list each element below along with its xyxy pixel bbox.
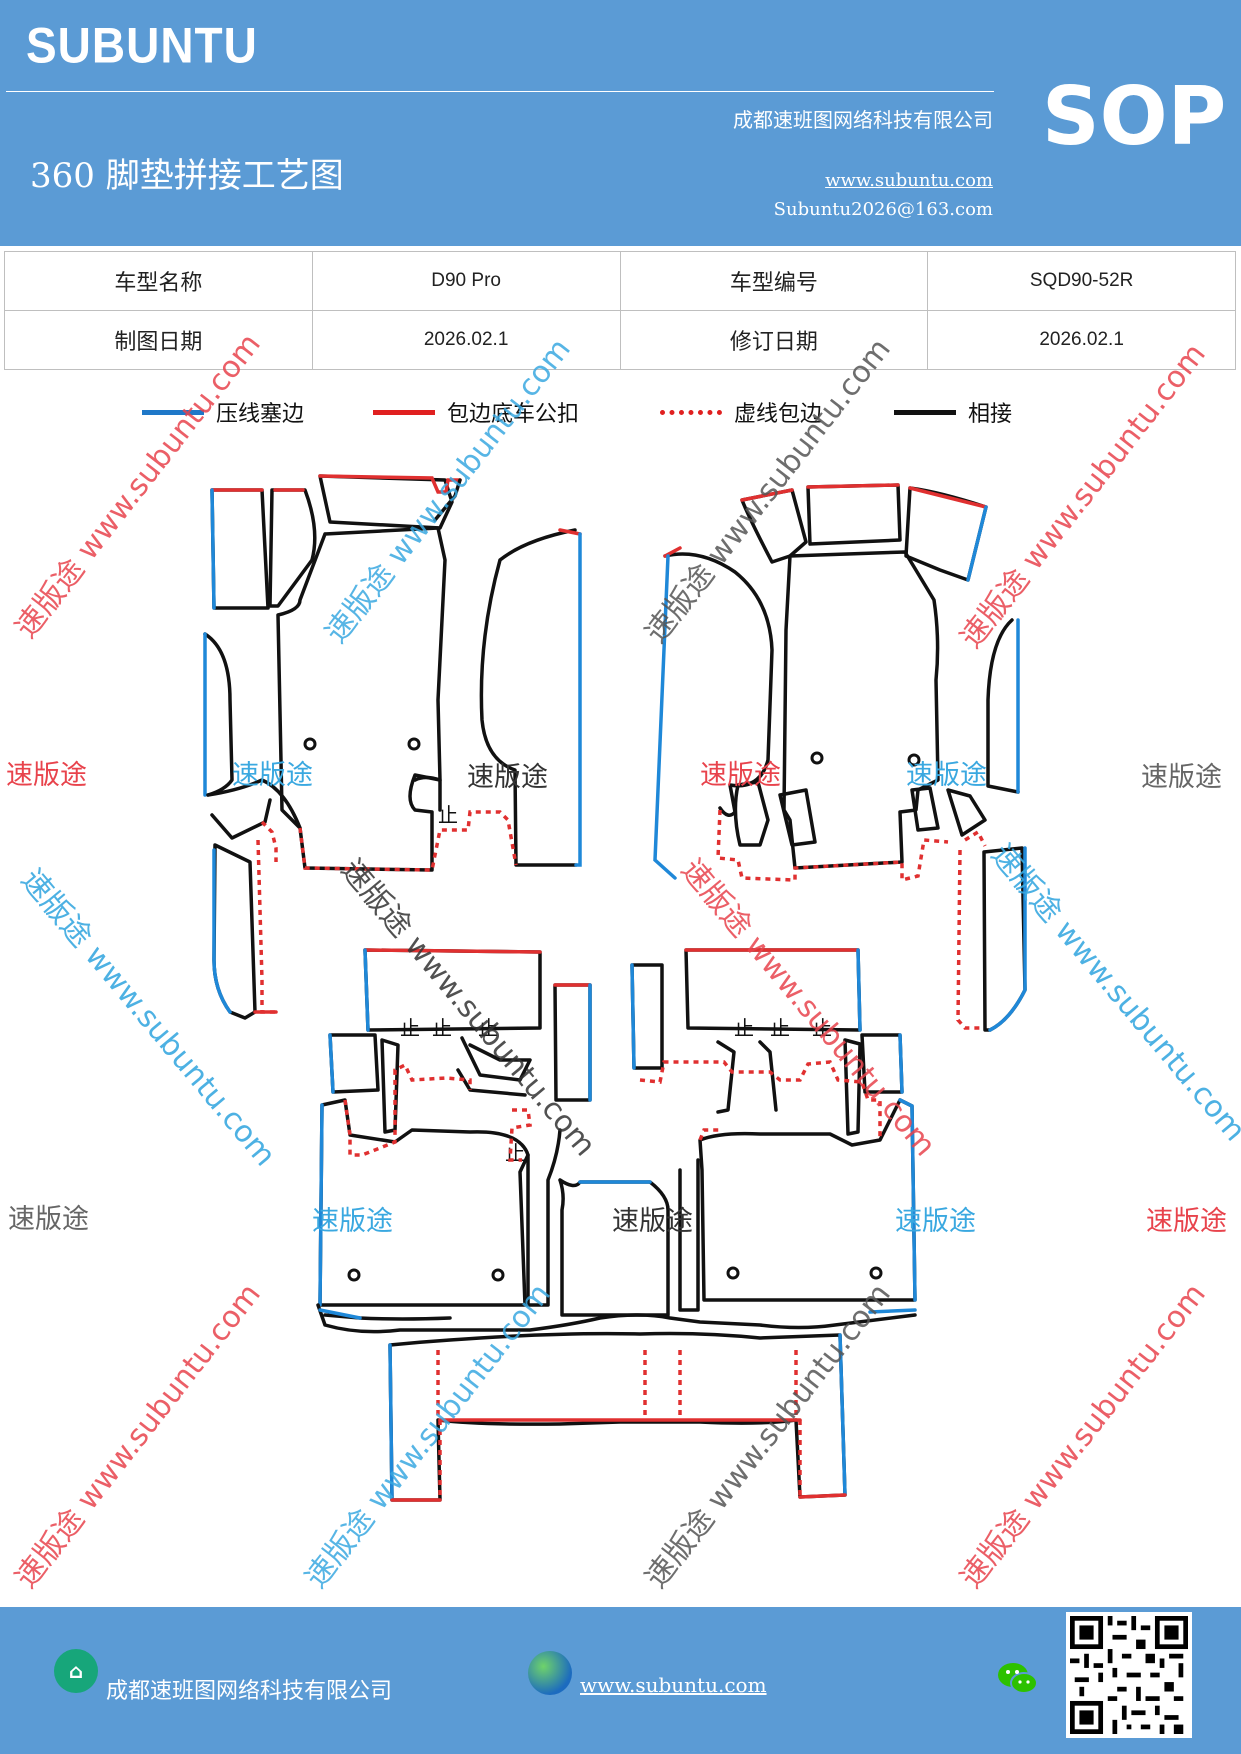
legend-item-joint: 相接 — [894, 392, 1012, 432]
clip-mark: 止 — [438, 803, 458, 827]
legend-swatch-red-dotted — [660, 409, 722, 415]
clip-mark: 止 — [478, 1016, 498, 1040]
clip-mark: 止 — [400, 1016, 420, 1040]
legend-label: 虚线包边 — [734, 402, 823, 427]
front-right-mat — [653, 483, 1027, 1032]
draw-date-value: 2026.02.1 — [311, 310, 621, 370]
draw-date-label: 制图日期 — [4, 310, 313, 370]
rear-mats: 止 止 止 止 止 止 止 — [316, 948, 917, 1502]
watermark-brand: 速版途 — [700, 760, 781, 791]
watermark-brand: 速版途 — [612, 1206, 693, 1237]
legend-item-dotted-bind: 虚线包边 — [660, 392, 822, 432]
model-name-label: 车型名称 — [4, 251, 313, 311]
watermark-brand: 速版途 — [906, 760, 987, 791]
legend-label: 包边底车公扣 — [447, 402, 580, 427]
vehicle-info-table: 车型名称 D90 Pro 车型编号 SQD90-52R 制图日期 2026.02… — [4, 251, 1236, 370]
watermark-diagonal: 速版途 www.subuntu.com — [334, 853, 603, 1164]
watermark-brand: 速版途 — [1146, 1206, 1227, 1237]
watermark-diagonal: 速版途 www.subuntu.com — [954, 1277, 1213, 1595]
header-divider — [6, 91, 994, 92]
front-left-mat: 止 — [203, 474, 582, 1020]
legend-label: 相接 — [968, 402, 1013, 427]
watermark-diagonal: 速版途 www.subuntu.com — [674, 853, 943, 1164]
watermark-brand: 速版途 — [312, 1206, 393, 1237]
footer-bar: ⌂ 成都速班图网络科技有限公司 www.subuntu.com — [0, 1607, 1241, 1754]
header-company: 成都速班图网络科技有限公司 — [733, 108, 993, 132]
revise-date-label: 修订日期 — [619, 310, 929, 370]
model-code-label: 车型编号 — [619, 251, 929, 311]
watermark-diagonal: 速版途 www.subuntu.com — [299, 1277, 558, 1595]
footer-website-link[interactable]: www.subuntu.com — [580, 1673, 767, 1697]
watermark-brand: 速版途 — [1141, 762, 1222, 793]
clip-mark: 止 — [770, 1016, 790, 1040]
header-website-link[interactable]: www.subuntu.com — [825, 170, 993, 191]
legend-swatch-red — [373, 409, 435, 415]
clip-mark: 止 — [734, 1016, 754, 1040]
watermark-brand: 速版途 — [467, 762, 548, 793]
watermark-brand: 速版途 — [232, 760, 313, 791]
table-row: 制图日期 2026.02.1 修订日期 2026.02.1 — [4, 310, 1236, 370]
clip-mark: 止 — [812, 1016, 832, 1040]
watermark-diagonal: 速版途 www.subuntu.com — [9, 1277, 268, 1595]
table-row: 车型名称 D90 Pro 车型编号 SQD90-52R — [4, 251, 1236, 311]
legend-item-press-line: 压线塞边 — [142, 392, 304, 432]
watermark-diagonal: 速版途 www.subuntu.com — [639, 332, 898, 650]
clip-mark: 止 — [432, 1016, 452, 1040]
watermarks: 速版途 www.subuntu.com 速版途 www.subuntu.com … — [6, 327, 1241, 1595]
watermark-diagonal: 速版途 www.subuntu.com — [319, 332, 578, 650]
model-code-value: SQD90-52R — [927, 251, 1236, 311]
watermark-brand: 速版途 — [895, 1206, 976, 1237]
legend-item-edge-bind: 包边底车公扣 — [373, 392, 579, 432]
building-icon: ⌂ — [54, 1649, 98, 1693]
watermark-diagonal: 速版途 www.subuntu.com — [954, 337, 1213, 655]
header-email: Subuntu2026@163.com — [773, 199, 993, 220]
legend-swatch-blue — [142, 409, 204, 415]
footer-company: 成都速班图网络科技有限公司 — [106, 1679, 393, 1704]
watermark-brand: 速版途 — [6, 760, 87, 791]
qr-code[interactable] — [1066, 1612, 1192, 1738]
page-title: 360 脚垫拼接工艺图 — [30, 156, 344, 196]
globe-icon — [528, 1651, 572, 1695]
legend-swatch-black — [894, 409, 956, 415]
wechat-icon[interactable] — [996, 1659, 1040, 1699]
watermark-diagonal: 速版途 www.subuntu.com — [9, 327, 268, 645]
sop-label: SOP — [1042, 70, 1227, 163]
revise-date-value: 2026.02.1 — [927, 310, 1236, 370]
watermark-brand: 速版途 — [8, 1204, 89, 1235]
legend-label: 压线塞边 — [216, 402, 305, 427]
header-banner: SUBUNTU SOP 成都速班图网络科技有限公司 360 脚垫拼接工艺图 ww… — [0, 0, 1241, 246]
model-name-value: D90 Pro — [311, 251, 621, 311]
brand-logo: SUBUNTU — [26, 16, 258, 74]
